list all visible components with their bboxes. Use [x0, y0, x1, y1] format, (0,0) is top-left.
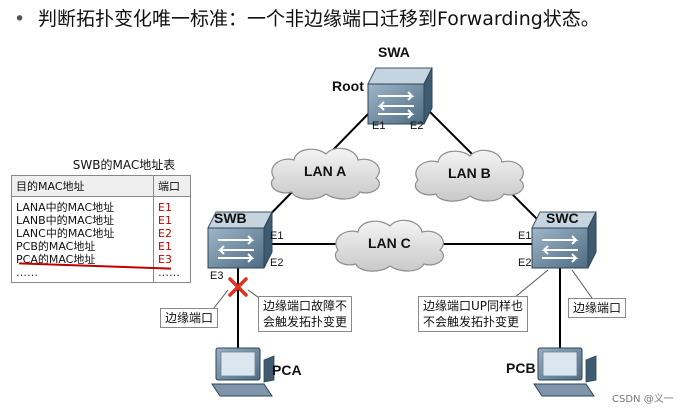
- pc-icon: [211, 347, 275, 397]
- pca-name: PCA: [272, 362, 302, 378]
- row-port: E2: [153, 227, 191, 240]
- table-row: LANB中的MAC地址 E1: [11, 214, 191, 227]
- table-row: LANC中的MAC地址 E2: [11, 227, 191, 240]
- note-leader-left: [213, 289, 229, 309]
- row-mac: LANC中的MAC地址: [11, 227, 154, 240]
- row-mac: PCB的MAC地址: [11, 240, 154, 253]
- fault-x-icon: [228, 277, 248, 297]
- mac-table: 目的MAC地址 端口 LANA中的MAC地址 E1 LANB中的MAC地址 E1…: [11, 175, 191, 283]
- note-edge-port-left: 边缘端口: [160, 308, 219, 328]
- mac-table-title: SWB的MAC地址表: [72, 158, 176, 172]
- row-port: E1: [153, 240, 191, 253]
- swa-port-e2: E2: [410, 120, 424, 132]
- pc-icon: [533, 347, 597, 397]
- note-edge-port-right: 边缘端口: [568, 298, 627, 318]
- note-leader-right: [571, 269, 593, 299]
- lan-c-label: LAN C: [368, 235, 411, 251]
- lan-a-label: LAN A: [304, 163, 347, 179]
- table-row: PCB的MAC地址 E1: [11, 240, 191, 253]
- table-row: LANA中的MAC地址 E1: [11, 196, 191, 214]
- note-edge-fault-line1: 边缘端口故障不: [263, 299, 348, 313]
- swa-name: SWA: [378, 44, 410, 60]
- note-edge-fault-line2: 会触发拓扑变更: [263, 315, 348, 329]
- note-edge-up-line1: 边缘端口UP同样也: [423, 299, 524, 313]
- row-mac: LANB中的MAC地址: [11, 214, 154, 227]
- note-edge-up: 边缘端口UP同样也 不会触发拓扑变更: [418, 296, 529, 332]
- switch-icon: [367, 67, 433, 125]
- swc-name: SWC: [546, 210, 579, 226]
- row-port: E3: [153, 253, 191, 266]
- row-port: E1: [153, 196, 191, 214]
- row-mac: ……: [11, 266, 154, 283]
- swa-role: Root: [332, 78, 364, 94]
- mac-table-header: 目的MAC地址 端口: [11, 175, 191, 197]
- note-edge-up-line2: 不会触发拓扑变更: [423, 315, 520, 329]
- table-row: …… ……: [11, 266, 191, 283]
- swb-name: SWB: [214, 210, 247, 226]
- row-port: E1: [153, 214, 191, 227]
- header-port: 端口: [153, 175, 191, 197]
- watermark: CSDN @义一: [612, 394, 674, 405]
- swa-port-e1: E1: [372, 120, 386, 132]
- bullet: •: [14, 8, 26, 30]
- swb-port-e2: E2: [270, 257, 284, 269]
- header-dest-mac: 目的MAC地址: [11, 175, 154, 197]
- pcb-name: PCB: [506, 360, 536, 376]
- swb-port-e3: E3: [210, 270, 224, 282]
- heading-text: 判断拓扑变化唯一标准：一个非边缘端口迁移到Forwarding状态。: [38, 8, 600, 30]
- swb-port-e1: E1: [270, 230, 284, 242]
- swc-port-e2: E2: [518, 257, 532, 269]
- swc-port-e1: E1: [518, 230, 532, 242]
- heading: • 判断拓扑变化唯一标准：一个非边缘端口迁移到Forwarding状态。: [14, 4, 690, 34]
- note-edge-fault: 边缘端口故障不 会触发拓扑变更: [258, 296, 353, 332]
- row-mac: LANA中的MAC地址: [11, 196, 154, 214]
- note-leader-up: [513, 269, 549, 299]
- lan-b-label: LAN B: [448, 165, 491, 181]
